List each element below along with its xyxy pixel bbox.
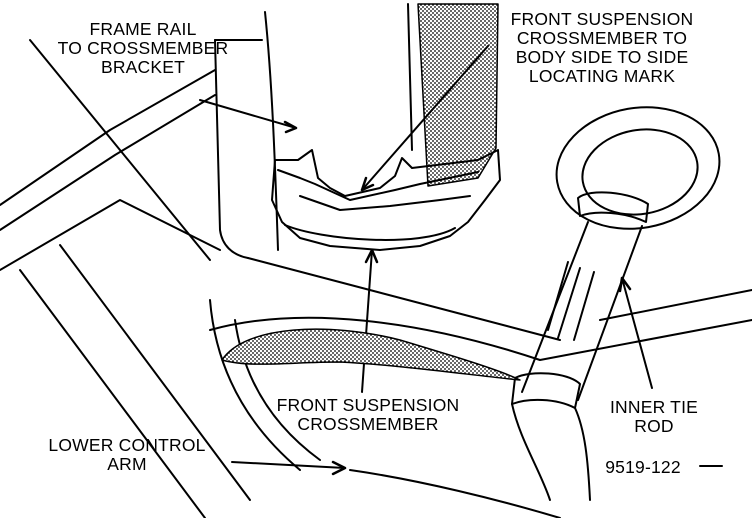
label-crossmember: FRONT SUSPENSION CROSSMEMBER <box>268 396 468 434</box>
frame-rail-leader <box>199 99 297 129</box>
control-arm-diag-2 <box>59 244 251 501</box>
frame-rail-arrowhead <box>283 120 298 134</box>
floor-line <box>209 316 752 361</box>
label-line: CROSSMEMBER TO <box>516 28 688 48</box>
label-line: FRONT SUSPENSION <box>276 395 460 415</box>
tie-rod-collar <box>577 191 649 223</box>
control-arm-diag-1 <box>29 39 211 261</box>
control-arm-lower <box>0 199 221 271</box>
locating-mark-leader <box>361 45 489 191</box>
control-arm-leader <box>231 461 346 469</box>
frame-rail-outline <box>264 11 279 251</box>
body-pillar-edge <box>407 3 413 151</box>
body-pillar-shaded <box>417 3 499 187</box>
label-line: TO CROSSMEMBER <box>57 38 229 58</box>
label-line: CROSSMEMBER <box>297 414 439 434</box>
label-frame-rail-bracket: FRAME RAIL TO CROSSMEMBER BRACKET <box>48 20 238 77</box>
bracket-base <box>284 224 456 241</box>
control-arm-curve <box>209 299 301 471</box>
label-line: BRACKET <box>100 57 186 77</box>
label-locating-mark: FRONT SUSPENSION CROSSMEMBER TO BODY SID… <box>492 10 712 86</box>
tie-rod-housing-inner <box>581 128 699 216</box>
bracket-inner <box>299 195 471 211</box>
label-line: LOCATING MARK <box>528 66 676 86</box>
bracket-lip <box>277 169 479 201</box>
wheel-arc <box>349 469 561 518</box>
locating-mark-arrowhead <box>360 176 375 192</box>
frame-rail-bottom <box>247 257 561 341</box>
label-line: LOWER CONTROL <box>48 435 206 455</box>
label-lower-control-arm: LOWER CONTROL ARM <box>32 436 222 474</box>
control-arm-upper-2 <box>0 94 216 231</box>
tie-rod-highlight-3 <box>573 271 595 341</box>
tie-rod-leader <box>621 277 653 389</box>
control-arm-curve-2 <box>234 319 321 461</box>
tie-rod-highlight-1 <box>547 261 569 331</box>
tie-rod-shaft-right <box>577 225 643 401</box>
crossmember-shadow <box>221 328 521 381</box>
label-inner-tie-rod: INNER TIE ROD <box>594 398 714 436</box>
figure-id: 9519-122 <box>605 457 681 477</box>
right-edge-line <box>599 289 752 321</box>
label-line: ARM <box>107 454 147 474</box>
frame-rail-side <box>214 39 249 259</box>
tie-rod-highlight-2 <box>557 267 581 339</box>
label-line: FRONT SUSPENSION <box>510 9 694 29</box>
label-line: INNER TIE <box>609 397 699 417</box>
bracket-outline <box>271 149 501 251</box>
control-arm-upper <box>0 69 216 206</box>
tie-rod-arrowhead <box>618 276 632 293</box>
crossmember-arrowhead <box>364 248 379 264</box>
tie-rod-end <box>511 403 591 501</box>
tie-rod-housing <box>555 106 721 230</box>
label-line: FRAME RAIL <box>89 19 197 39</box>
label-line: ROD <box>634 416 674 436</box>
control-arm-arrowhead <box>331 460 347 476</box>
label-line: BODY SIDE TO SIDE <box>515 47 689 67</box>
control-arm-diag-3 <box>19 269 206 518</box>
